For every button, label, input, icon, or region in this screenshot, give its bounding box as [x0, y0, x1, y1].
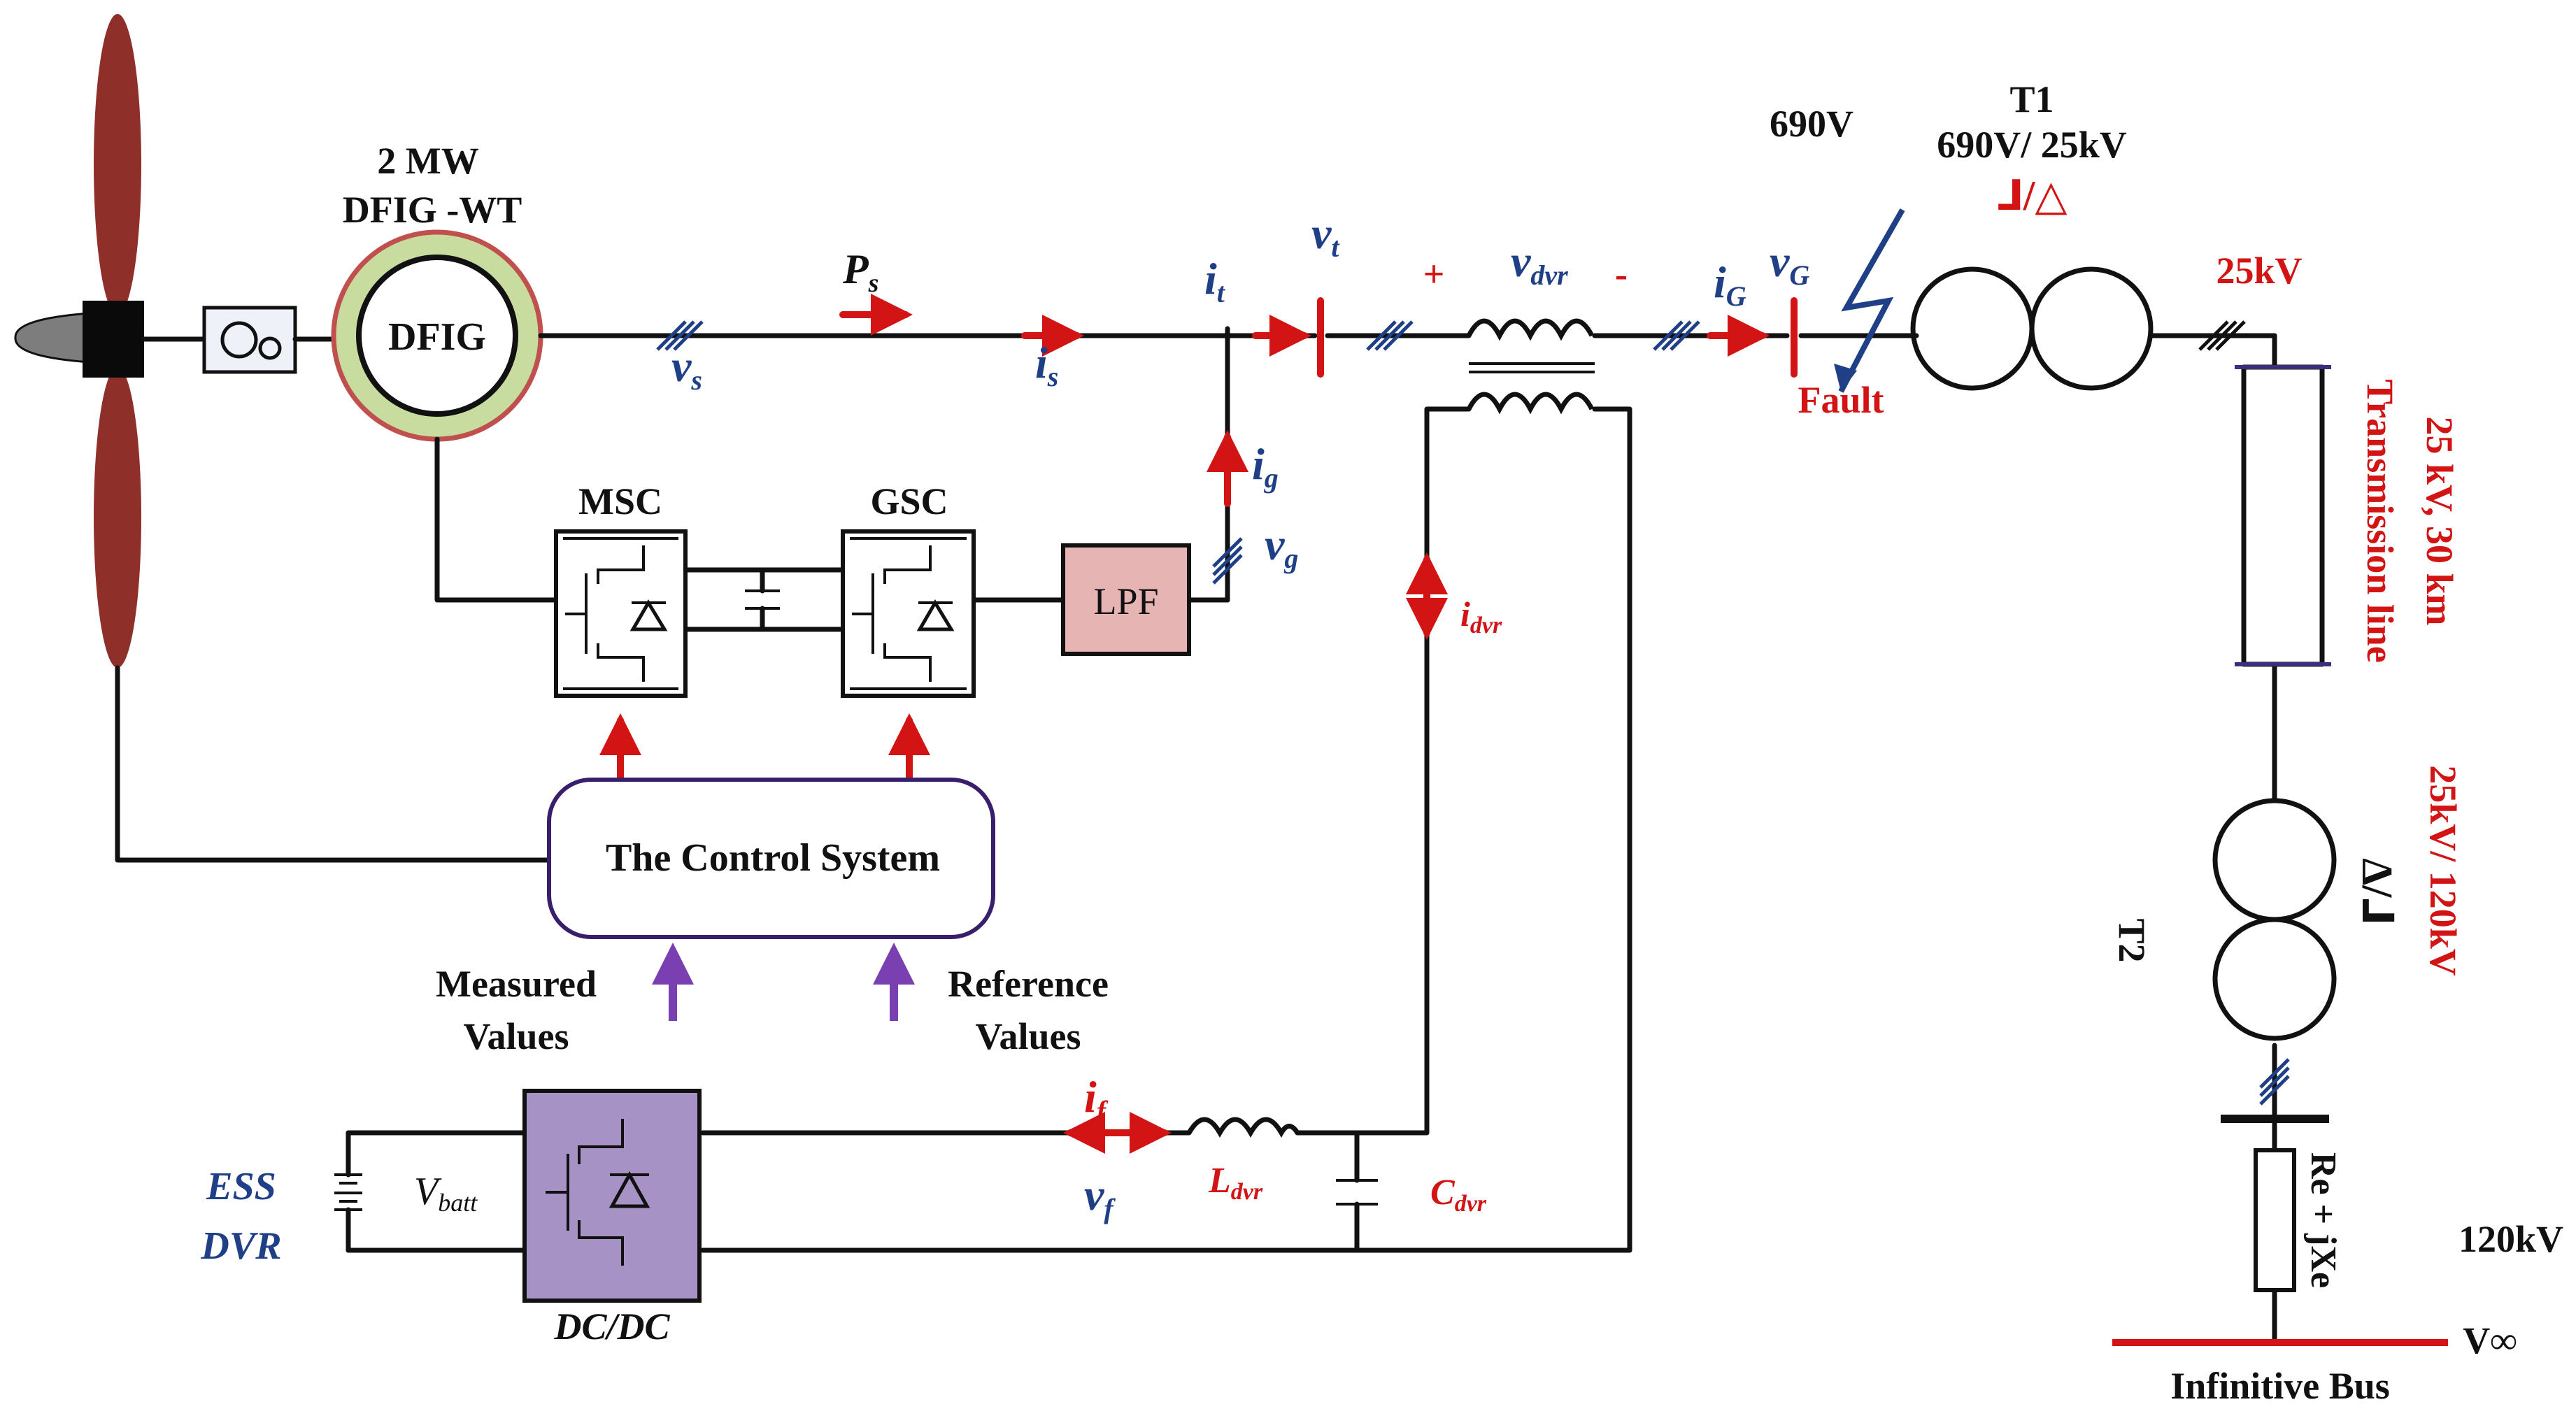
gearbox — [202, 306, 297, 374]
reference-values-line1: Reference — [948, 963, 1109, 1005]
t1-connection: ⅃/△ — [1996, 173, 2067, 219]
dfig-core-label: DFIG — [388, 315, 486, 359]
vf-label: vf — [1084, 1170, 1116, 1224]
dcdc-converter: DC/DC — [522, 1089, 702, 1347]
turbine-blade-bottom — [94, 367, 141, 668]
cdvr-label: Cdvr — [1430, 1173, 1487, 1217]
if-label: if — [1084, 1072, 1109, 1127]
control-input-arrows: Measured Values Reference Values — [436, 943, 1109, 1057]
grid-impedance — [2221, 1115, 2329, 1292]
idvr-label: idvr — [1460, 594, 1502, 638]
plus-sign: + — [1423, 253, 1445, 295]
transformer-t2 — [2212, 798, 2337, 1041]
is-label: is — [1035, 338, 1058, 392]
transformer-t1 — [1910, 266, 2154, 391]
gsc-label: GSC — [870, 480, 948, 522]
control-signal-arrows — [599, 713, 930, 783]
reference-values-line2: Values — [975, 1015, 1081, 1057]
it-label: it — [1204, 254, 1226, 308]
iG-label: iG — [1714, 257, 1746, 312]
dcdc-label: DC/DC — [553, 1306, 670, 1347]
ess-label-line2: DVR — [200, 1224, 281, 1268]
infinite-bus-label: Infinitive Bus — [2170, 1365, 2390, 1407]
control-system-block: The Control System — [547, 778, 995, 939]
line-name: Transmission line — [2359, 379, 2401, 663]
vs-label: vs — [671, 341, 702, 396]
ig-label: ig — [1252, 439, 1279, 494]
msc-converter: MSC — [554, 480, 688, 698]
vg-label: vg — [1265, 520, 1298, 574]
minus-sign: - — [1615, 253, 1628, 295]
vdvr-label: vdvr — [1511, 236, 1568, 291]
bus25-label: 25kV — [2216, 250, 2302, 292]
turbine-blade-top — [94, 14, 141, 315]
transmission-line-bars — [2235, 365, 2331, 666]
msc-label: MSC — [578, 480, 662, 522]
generator-power-label: 2 MW — [377, 140, 478, 182]
measured-values-line1: Measured — [436, 963, 597, 1005]
turbine-hub — [83, 301, 144, 378]
fault-label: Fault — [1798, 379, 1884, 421]
v690-label: 690V — [1770, 103, 1853, 145]
t1-rating: 690V/ 25kV — [1937, 124, 2127, 166]
t2-connection: Δ/⅃ — [2353, 858, 2400, 925]
ess-battery — [334, 1173, 362, 1211]
dvr-series-transformer — [1466, 318, 1595, 415]
gsc-converter: GSC — [841, 480, 976, 698]
turbine-nose-cone — [14, 312, 91, 364]
ess-label-line1: ESS — [206, 1165, 276, 1208]
cdvr-capacitor — [1336, 1179, 1378, 1206]
gearbox-gear-large — [220, 321, 258, 359]
flow-arrows — [839, 294, 1770, 1154]
lpf-filter: LPF — [1061, 543, 1191, 656]
line-rating: 25 kV, 30 km — [2419, 416, 2461, 625]
generator-type-label: DFIG -WT — [343, 189, 522, 231]
lpf-label: LPF — [1093, 580, 1158, 622]
three-phase-marks — [656, 320, 2290, 1106]
t2-rating: 25kV/ 120kV — [2422, 765, 2464, 976]
measured-values-line2: Values — [463, 1015, 569, 1057]
t2-name: T2 — [2111, 918, 2153, 962]
dc-link-capacitor — [745, 589, 780, 610]
dfig-rotor — [356, 255, 518, 417]
v120-label: 120kV — [2458, 1218, 2563, 1260]
vbatt-label: Vbatt — [414, 1170, 478, 1217]
ps-label: Ps — [842, 246, 878, 298]
wind-turbine — [14, 14, 339, 668]
fault-marker — [1791, 208, 1905, 393]
ldvr-inductor — [1186, 1117, 1300, 1138]
t1-name: T1 — [2009, 78, 2054, 120]
gearbox-gear-small — [258, 336, 282, 360]
impedance-label: Re + jXe — [2303, 1152, 2343, 1288]
vinf-label: V∞ — [2463, 1319, 2517, 1361]
control-system-title: The Control System — [606, 836, 940, 880]
dfig-generator: DFIG 2 MW DFIG -WT — [331, 140, 543, 442]
vG-label: vG — [1770, 236, 1809, 291]
ldvr-label: Ldvr — [1208, 1161, 1263, 1205]
vt-label: vt — [1311, 208, 1340, 263]
